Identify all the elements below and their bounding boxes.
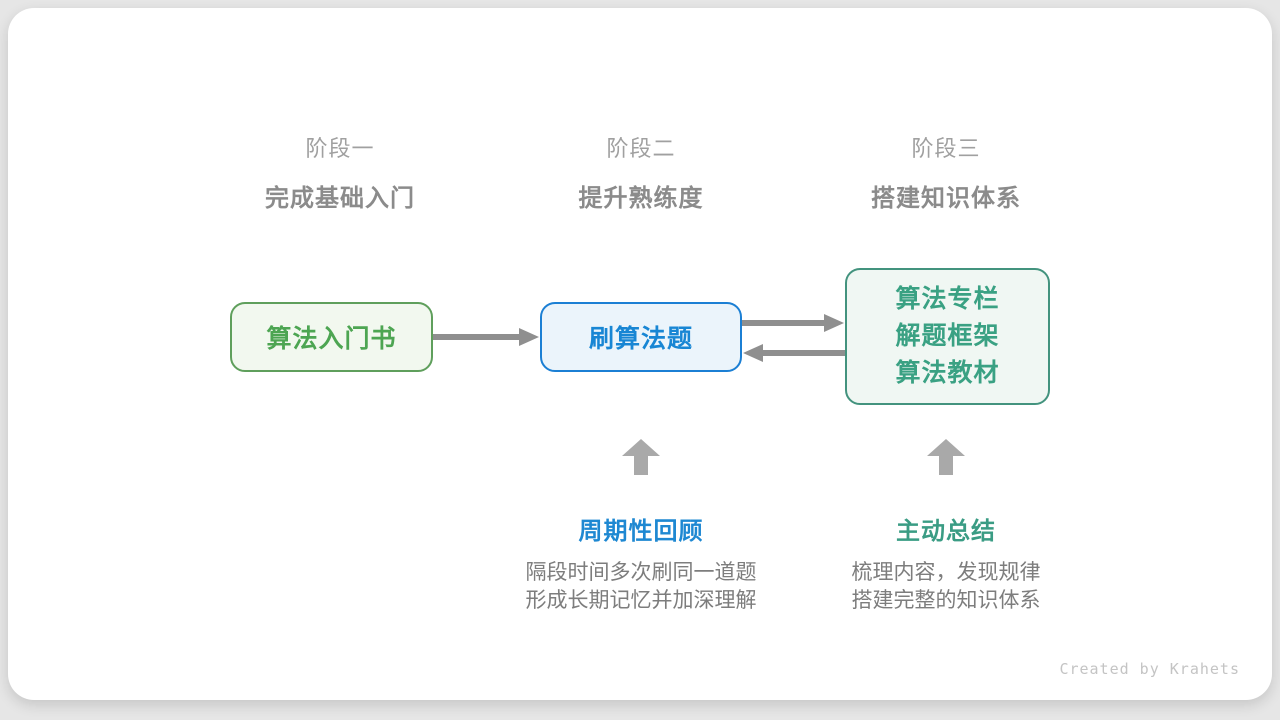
- node-knowledge-line-3: 算法教材: [895, 359, 1000, 387]
- annotation-active-summary-desc-line1: 梳理内容，发现规律: [851, 561, 1041, 584]
- annotation-periodic-review-desc-line2: 形成长期记忆并加深理解: [525, 589, 757, 612]
- up-arrow-active-summary: [927, 439, 965, 475]
- stage3-subtitle: 搭建知识体系: [871, 185, 1021, 212]
- node-intro-book-label: 算法入门书: [266, 325, 397, 353]
- node-intro-book: 算法入门书: [230, 302, 433, 372]
- annotation-periodic-review-desc-line1: 隔段时间多次刷同一道题: [525, 561, 757, 584]
- arrow-stage3-to-stage2: [742, 343, 845, 363]
- annotation-periodic-review-title: 周期性回顾: [578, 518, 704, 545]
- stage1-label: 阶段一: [305, 136, 375, 161]
- stage2-subtitle: 提升熟练度: [578, 185, 704, 212]
- node-practice-problems-label: 刷算法题: [588, 325, 693, 353]
- stage2-label: 阶段二: [606, 136, 676, 161]
- arrow-stage1-to-stage2: [433, 327, 540, 347]
- node-knowledge-line-1: 算法专栏: [895, 285, 1000, 313]
- node-practice-problems: 刷算法题: [540, 302, 742, 372]
- node-knowledge-sources: 算法专栏 解题框架 算法教材: [845, 268, 1050, 405]
- arrow-stage2-to-stage3: [742, 313, 845, 333]
- annotation-active-summary-desc: 梳理内容，发现规律 搭建完整的知识体系: [776, 559, 1116, 615]
- stage3-label: 阶段三: [911, 136, 981, 161]
- stage1-subtitle: 完成基础入门: [265, 185, 415, 212]
- annotation-active-summary-desc-line2: 搭建完整的知识体系: [851, 589, 1041, 612]
- diagram-card: 阶段一 完成基础入门 阶段二 提升熟练度 阶段三 搭建知识体系 算法入门书 刷算…: [8, 8, 1272, 700]
- node-knowledge-line-2: 解题框架: [895, 322, 1000, 350]
- annotation-active-summary-title: 主动总结: [896, 518, 996, 545]
- credit-text: Created by Krahets: [1059, 660, 1240, 678]
- annotation-periodic-review-desc: 隔段时间多次刷同一道题 形成长期记忆并加深理解: [471, 559, 811, 615]
- up-arrow-periodic-review: [622, 439, 660, 475]
